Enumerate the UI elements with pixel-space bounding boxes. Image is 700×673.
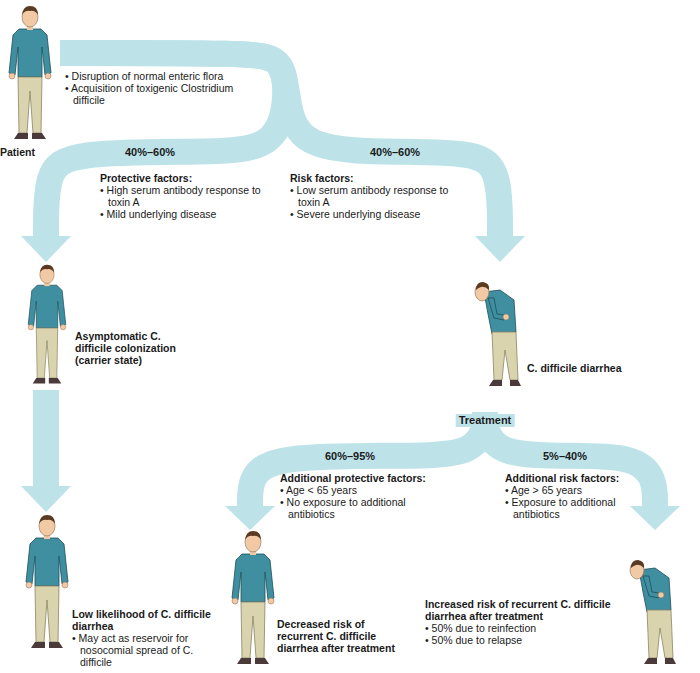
factor-heading: Risk factors: bbox=[290, 172, 460, 184]
factor-text: • Exposure to additional antibiotics bbox=[505, 496, 625, 520]
node-heading: Low likelihood of C. difficile diarrhea bbox=[72, 608, 220, 632]
flow-band bbox=[485, 412, 680, 530]
factor-text: • Age > 65 years bbox=[505, 484, 625, 496]
node-heading: Increased risk of recurrent C. difficile… bbox=[425, 598, 625, 622]
label-group: Additional risk factors:• Age > 65 years… bbox=[505, 472, 625, 520]
figure-node: Asymptomatic C. difficile colonization (… bbox=[20, 262, 200, 390]
flow-band bbox=[225, 412, 485, 530]
factor-heading: Protective factors: bbox=[100, 172, 265, 184]
node-heading: Asymptomatic C. difficile colonization (… bbox=[75, 330, 200, 366]
label-group: Protective factors:• High serum antibody… bbox=[100, 172, 265, 220]
node-text: • May act as reservoir for nosocomial sp… bbox=[72, 632, 220, 668]
node-heading: C. difficile diarrhea bbox=[527, 362, 672, 374]
arrow-head bbox=[21, 486, 71, 512]
percentage-label: 5%–40% bbox=[540, 450, 590, 463]
flow-band bbox=[21, 53, 285, 262]
ill-figure bbox=[630, 560, 676, 664]
node-text: • Acquisition of toxigenic Clostridium d… bbox=[65, 82, 245, 106]
text-column: Patient bbox=[0, 146, 60, 158]
arrow-head bbox=[21, 236, 71, 262]
factor-text: • Age < 65 years bbox=[280, 484, 440, 496]
percentage-label: 40%–60% bbox=[122, 146, 178, 159]
percentage-label: 40%–60% bbox=[367, 146, 423, 159]
factor-heading: Additional protective factors: bbox=[280, 472, 440, 484]
text-column: Asymptomatic C. difficile colonization (… bbox=[75, 330, 200, 366]
flow-band bbox=[21, 390, 71, 512]
text-column: Decreased risk of recurrent C. difficile… bbox=[277, 618, 412, 654]
arrow-head bbox=[475, 236, 525, 262]
text-column: Low likelihood of C. difficile diarrhea•… bbox=[72, 608, 220, 668]
percentage-label: 60%–95% bbox=[322, 450, 378, 463]
node-text: • 50% due to relapse bbox=[425, 634, 625, 646]
ill-figure bbox=[475, 282, 521, 386]
node-heading: Patient bbox=[0, 146, 60, 158]
figure-node: Increased risk of recurrent C. difficile… bbox=[420, 530, 695, 670]
node-text: • 50% due to reinfection bbox=[425, 622, 625, 634]
node-heading: Decreased risk of recurrent C. difficile… bbox=[277, 618, 412, 654]
band-path bbox=[250, 412, 485, 506]
factor-text: • Low serum antibody response to toxin A bbox=[290, 184, 460, 208]
text-column: C. difficile diarrhea bbox=[527, 362, 672, 374]
band-path bbox=[33, 390, 59, 486]
factor-heading: Treatment bbox=[456, 414, 515, 427]
well-figure bbox=[232, 531, 274, 664]
factor-text: • High serum antibody response to toxin … bbox=[100, 184, 265, 208]
well-figure bbox=[26, 515, 68, 648]
text-column: Increased risk of recurrent C. difficile… bbox=[425, 598, 625, 646]
patient-figure bbox=[9, 6, 51, 139]
band-path bbox=[46, 53, 285, 236]
label-group: Treatment bbox=[456, 414, 515, 427]
label-group: Additional protective factors:• Age < 65… bbox=[280, 472, 440, 520]
figure-node: C. difficile diarrhea bbox=[465, 262, 680, 412]
text-column: • Disruption of normal enteric flora• Ac… bbox=[65, 70, 245, 106]
arrow-head bbox=[225, 506, 275, 530]
flow-band bbox=[60, 53, 525, 262]
figure-node: Decreased risk of recurrent C. difficile… bbox=[225, 530, 415, 670]
band-path bbox=[60, 53, 500, 236]
arrow-head bbox=[630, 506, 680, 530]
factor-text: • Mild underlying disease bbox=[100, 208, 265, 220]
figure-node: Low likelihood of C. difficile diarrhea•… bbox=[20, 512, 220, 670]
figure-node: Patient• Disruption of normal enteric fl… bbox=[0, 0, 60, 165]
factor-heading: Additional risk factors: bbox=[505, 472, 625, 484]
label-group: Risk factors:• Low serum antibody respon… bbox=[290, 172, 460, 220]
factor-text: • Severe underlying disease bbox=[290, 208, 460, 220]
carrier-figure bbox=[28, 265, 66, 384]
factor-text: • No exposure to additional antibiotics bbox=[280, 496, 440, 520]
node-text: • Disruption of normal enteric flora bbox=[65, 70, 245, 82]
